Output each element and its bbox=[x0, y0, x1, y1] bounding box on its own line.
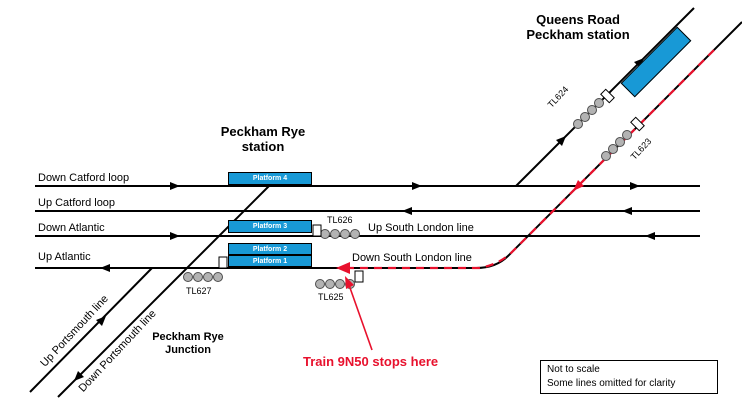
arrow-downleft-icon bbox=[74, 371, 84, 381]
route-9n50-dashed bbox=[350, 49, 715, 270]
junction-name-line1: Peckham Rye bbox=[152, 331, 224, 343]
arrow-upright-icon bbox=[96, 316, 106, 326]
arrow-left-icon bbox=[622, 207, 632, 215]
note-box: Not to scale Some lines omitted for clar… bbox=[540, 360, 718, 394]
label-signal-tl627: TL627 bbox=[186, 286, 212, 296]
platform-4: Platform 4 bbox=[228, 172, 312, 185]
signal-head-tl626-icon bbox=[312, 224, 322, 237]
peckham-rye-station-name-line1: Peckham Rye bbox=[220, 124, 306, 139]
signal-tl623-dots bbox=[601, 130, 632, 161]
signal-head-tl623-icon bbox=[630, 116, 645, 132]
arrow-left-icon bbox=[100, 264, 110, 272]
peckham-rye-station-name: Peckham Rye station bbox=[193, 124, 333, 154]
signal-head-tl625-icon bbox=[354, 270, 364, 283]
track-up-portsmouth bbox=[29, 267, 153, 393]
label-down-atlantic: Down Atlantic bbox=[38, 222, 105, 234]
train-stop-note: Train 9N50 stops here bbox=[303, 354, 439, 369]
annotation-arrow-line bbox=[348, 284, 373, 351]
arrow-upright-icon bbox=[556, 136, 566, 146]
signal-tl624-dots bbox=[573, 98, 604, 129]
platform-1: Platform 1 bbox=[228, 255, 312, 267]
peckham-rye-station-name-line2: station bbox=[241, 139, 285, 154]
label-up-atlantic: Up Atlantic bbox=[38, 251, 91, 263]
note-box-line2: Some lines omitted for clarity bbox=[547, 378, 676, 389]
queens-road-station-name-line2: Peckham station bbox=[526, 27, 630, 42]
queens-road-station-name: Queens Road Peckham station bbox=[498, 12, 658, 42]
note-box-line1: Not to scale bbox=[547, 364, 600, 375]
platform-2: Platform 2 bbox=[228, 243, 312, 255]
label-down-catford-loop: Down Catford loop bbox=[38, 172, 130, 184]
signal-heads bbox=[218, 88, 645, 283]
signal-tl626-dots bbox=[320, 229, 360, 239]
label-up-catford-loop: Up Catford loop bbox=[38, 197, 116, 209]
annotation-arrow bbox=[345, 276, 373, 351]
platform-3: Platform 3 bbox=[228, 220, 312, 233]
direction-arrows bbox=[74, 58, 655, 381]
label-signal-tl625: TL625 bbox=[318, 292, 344, 302]
junction-name-line2: Junction bbox=[165, 344, 211, 356]
queens-road-station-name-line1: Queens Road bbox=[536, 12, 620, 27]
signal-tl627-dots bbox=[183, 272, 223, 282]
arrow-left-icon bbox=[402, 207, 412, 215]
signal-head-tl624-icon bbox=[600, 88, 615, 104]
route-direction-arrow-icon bbox=[573, 180, 584, 191]
annotation-arrowhead-icon bbox=[345, 276, 354, 289]
arrow-right-icon bbox=[170, 232, 180, 240]
arrow-right-icon bbox=[412, 182, 422, 190]
label-signal-tl626: TL626 bbox=[327, 215, 353, 225]
signal-head-tl627-icon bbox=[218, 256, 228, 269]
arrow-right-icon bbox=[170, 182, 180, 190]
arrow-right-icon bbox=[630, 182, 640, 190]
label-down-south-london: Down South London line bbox=[352, 252, 472, 264]
peckham-rye-junction-name: Peckham Rye Junction bbox=[138, 331, 238, 357]
arrow-left-icon bbox=[645, 232, 655, 240]
label-up-south-london: Up South London line bbox=[368, 222, 474, 234]
route-end-arrow-icon bbox=[336, 262, 350, 274]
track-down-portsmouth bbox=[57, 185, 270, 398]
train-route bbox=[336, 49, 715, 274]
